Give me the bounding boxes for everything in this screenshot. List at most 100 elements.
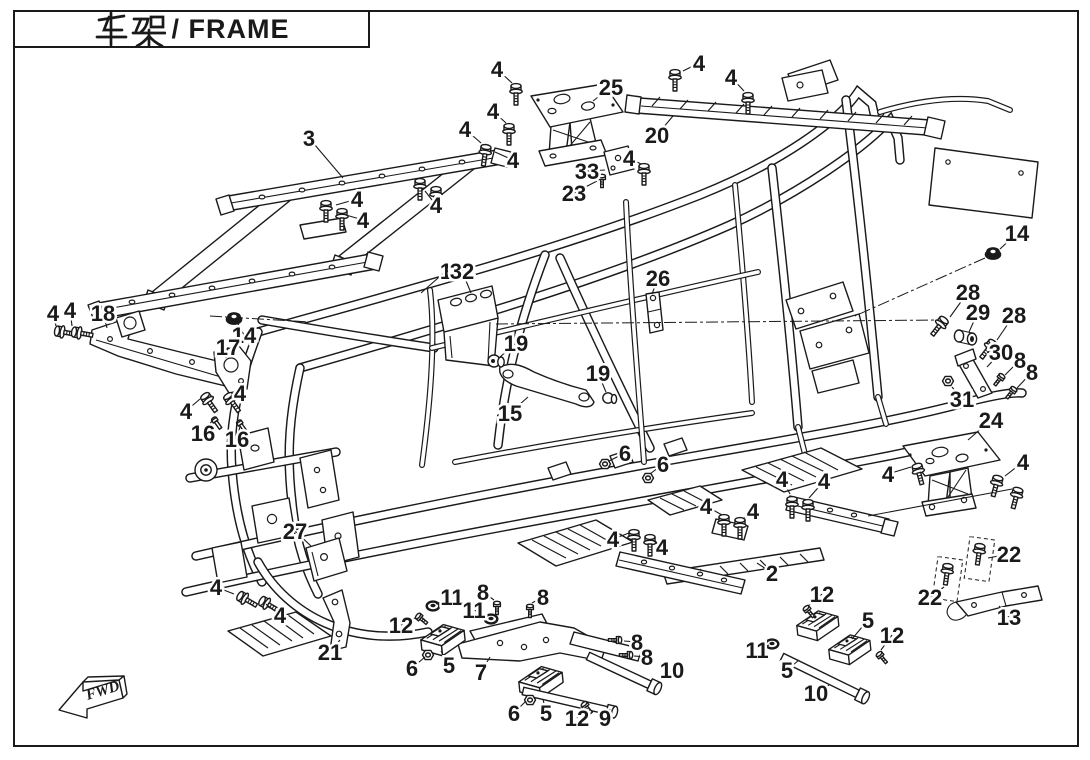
callout-label: 17 bbox=[216, 335, 240, 360]
callout-label: 6 bbox=[508, 701, 520, 726]
callout-label: 4 bbox=[47, 301, 60, 326]
callout-label: 16 bbox=[191, 421, 215, 446]
callout-label: 23 bbox=[562, 181, 586, 206]
leader-line bbox=[531, 596, 544, 604]
callout-label: 4 bbox=[776, 467, 789, 492]
callout-label: 5 bbox=[862, 608, 874, 633]
callout-label: 4 bbox=[459, 117, 472, 142]
leader-line bbox=[1004, 461, 1024, 477]
callout-label: 27 bbox=[283, 519, 307, 544]
part-17-bracket bbox=[213, 345, 252, 394]
callout-label: 8 bbox=[537, 585, 549, 610]
leader-line bbox=[597, 372, 607, 393]
leader-line bbox=[756, 562, 773, 574]
leader-line bbox=[786, 659, 800, 671]
callout-label: 21 bbox=[318, 640, 342, 665]
part-26-strap bbox=[645, 291, 664, 334]
leader-line bbox=[492, 110, 507, 124]
callout-label: 4 bbox=[210, 575, 223, 600]
leader-line bbox=[345, 214, 364, 221]
leader-line bbox=[815, 684, 830, 694]
callout-label: 6 bbox=[657, 452, 669, 477]
callout-label: 4 bbox=[656, 535, 669, 560]
leader-line bbox=[473, 609, 489, 617]
leader-line bbox=[400, 617, 416, 626]
leader-line bbox=[576, 706, 584, 719]
leader-line bbox=[730, 76, 745, 92]
part-13-bracket bbox=[931, 535, 1043, 621]
leader-line bbox=[69, 309, 73, 327]
leader-line bbox=[482, 591, 495, 601]
callout-label: 4 bbox=[818, 469, 831, 494]
callout-label: 6 bbox=[406, 656, 418, 681]
callout-label: 14 bbox=[232, 323, 257, 348]
callout-label: 9 bbox=[599, 706, 611, 731]
leader-line bbox=[464, 128, 482, 144]
leader-line bbox=[420, 270, 447, 294]
leader-line bbox=[102, 312, 108, 329]
leader-line bbox=[968, 311, 979, 333]
callout-label: 15 bbox=[498, 401, 522, 426]
callout-label: 5 bbox=[443, 653, 455, 678]
leader-line bbox=[951, 386, 963, 400]
part-32-bracket bbox=[437, 285, 499, 367]
leader-line bbox=[628, 157, 642, 165]
callout-label: 28 bbox=[956, 280, 980, 305]
leader-line bbox=[411, 656, 426, 669]
leader-line bbox=[1004, 359, 1021, 376]
callout-label: 11 bbox=[745, 638, 768, 663]
leader-line bbox=[513, 700, 527, 714]
leader-line bbox=[215, 586, 235, 595]
leader-line bbox=[480, 656, 491, 673]
callout-label: 10 bbox=[660, 658, 684, 683]
callout-leaders bbox=[52, 62, 1033, 719]
leader-line bbox=[929, 586, 945, 598]
callout-label: 24 bbox=[979, 408, 1004, 433]
leader-line bbox=[999, 232, 1018, 250]
fwd-arrow: FWD bbox=[58, 675, 128, 719]
callout-label: 20 bbox=[645, 123, 669, 148]
leader-line bbox=[329, 639, 341, 653]
leader-line bbox=[236, 321, 245, 336]
leader-line bbox=[440, 650, 450, 666]
title-box: / FRAME bbox=[13, 10, 370, 48]
leader-line bbox=[651, 277, 659, 295]
callout-label: 4 bbox=[882, 462, 895, 487]
leader-line bbox=[649, 463, 664, 475]
part-29-30-cluster bbox=[953, 329, 993, 399]
callout-label: 18 bbox=[91, 301, 115, 326]
callout-label: 4 bbox=[491, 57, 504, 82]
leader-line bbox=[612, 532, 630, 540]
callout-label: 6 bbox=[619, 441, 631, 466]
footrest-pads bbox=[227, 437, 863, 657]
callout-label: 4 bbox=[274, 603, 287, 628]
callout-label: 4 bbox=[357, 208, 370, 233]
page-title: / FRAME bbox=[171, 13, 290, 44]
callout-label: 4 bbox=[700, 494, 713, 519]
leader-line bbox=[1016, 371, 1033, 389]
part-24-mount-plate bbox=[867, 431, 1013, 517]
callout-label: 14 bbox=[1005, 221, 1030, 246]
callout-label: 26 bbox=[646, 266, 670, 291]
callout-label: 8 bbox=[477, 580, 489, 605]
callout-label: 4 bbox=[747, 499, 760, 524]
callout-label: 12 bbox=[880, 623, 904, 648]
part-20-tread-plate bbox=[624, 69, 946, 140]
callout-label: 4 bbox=[487, 99, 500, 124]
leader-line bbox=[807, 593, 823, 607]
leader-line bbox=[996, 314, 1015, 341]
callout-label: 12 bbox=[810, 582, 834, 607]
leader-line bbox=[229, 392, 241, 398]
rear-bracket-stack bbox=[785, 281, 870, 394]
leader-line bbox=[335, 198, 358, 206]
leader-line bbox=[494, 151, 514, 161]
part-21-bracket bbox=[322, 589, 351, 652]
callout-label: 30 bbox=[989, 340, 1013, 365]
leader-line bbox=[592, 86, 612, 102]
leader-line bbox=[949, 291, 969, 318]
leader-line bbox=[781, 478, 791, 495]
callout-label: 4 bbox=[1017, 450, 1030, 475]
leader-line bbox=[742, 510, 754, 520]
callout-label: 8 bbox=[641, 645, 653, 670]
